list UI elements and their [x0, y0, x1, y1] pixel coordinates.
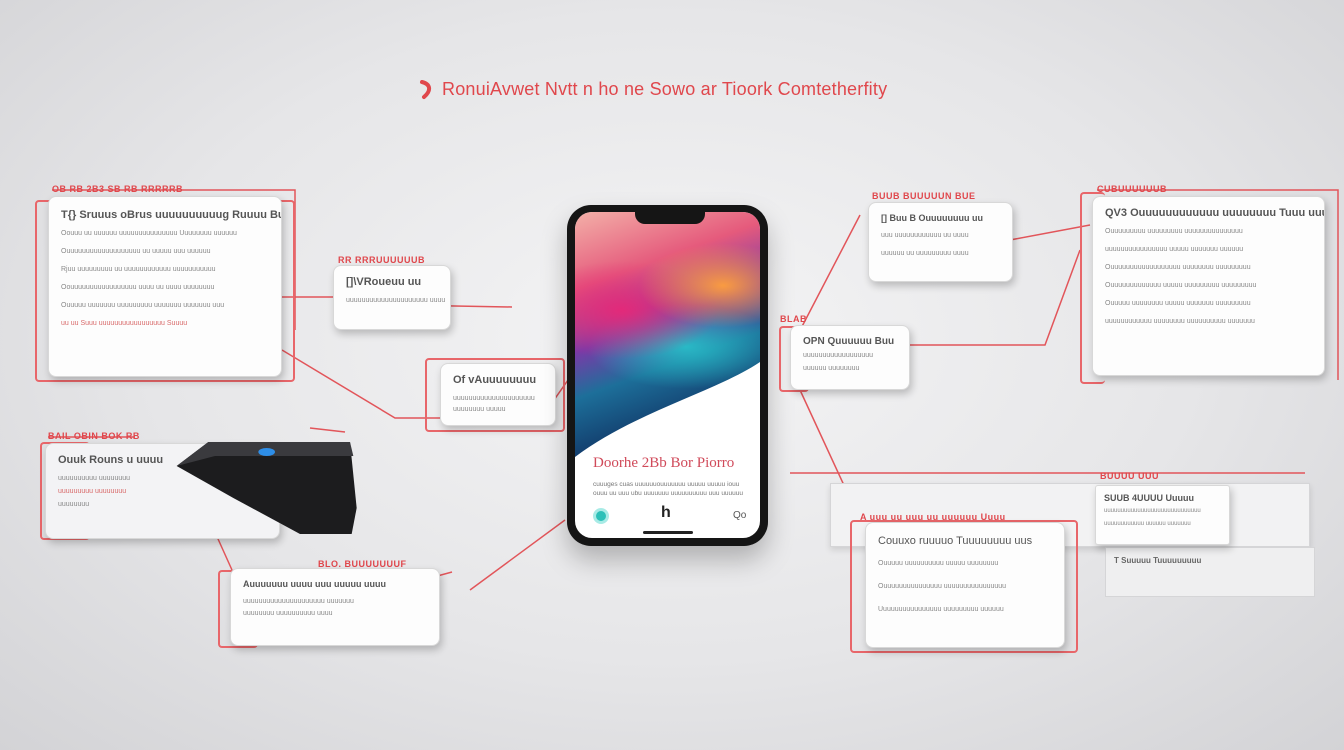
swoosh-icon	[420, 79, 431, 99]
connector-line	[910, 249, 1081, 346]
card-line: Oouuu uu uuuuuu uuuuuuuuuuuuuuu Uuuuuuuu…	[61, 230, 237, 237]
smartphone: Doorhe 2Bb Bor Piorro cuuuges cuas uuuuu…	[567, 205, 768, 546]
card-line: uu uu Suuu uuuuuuuuuuuuuuuuu Suuuu	[61, 320, 188, 327]
panel-footer-text: T Suuuuu Tuuuuuuuuu	[1114, 556, 1202, 565]
logo-icon: h	[661, 504, 671, 521]
info-card-left-small[interactable]: []\VRoueuu uu uuuuuuuuuuuuuuuuuuuuu uuuu	[333, 265, 451, 330]
card-line: Ouuuuuuuuuuuuuuuuuuu uu uuuuu uuu uuuuuu	[61, 248, 211, 255]
card-title: Auuuuuuu uuuu uuu uuuuu uuuu	[243, 579, 386, 589]
card-line: Ouuuuuuuuu uuuuuuuuu uuuuuuuuuuuuuuu	[1105, 228, 1243, 235]
card-line: Oouuuuuuuuuuuuuuuuu uuuu uu uuuu uuuuuuu…	[61, 284, 215, 291]
phone-screen[interactable]: Doorhe 2Bb Bor Piorro cuuuges cuas uuuuu…	[575, 212, 760, 538]
card-label: BLO. BUUUUUUUF	[318, 559, 407, 569]
info-card-far-right[interactable]: SUUB 4UUUU Uuuuu uuuuuuuuuuuuuuuuuuuuuuu…	[1095, 485, 1230, 545]
card-line: uuuuuuuuuu uuuuuuuu	[58, 475, 131, 482]
card-title: T{} Sruuus oBrus uuuuuuuuuug Ruuuu Buuuu	[61, 209, 282, 221]
card-line: Ouuuuuuuuuuuuu uuuuu uuuuuuuuu uuuuuuuuu	[1105, 282, 1257, 289]
home-indicator[interactable]	[643, 531, 693, 534]
screen-line: cuuuges cuas uuuuuuouuuuuuu uuuuu uuuuu …	[593, 481, 740, 488]
card-frame	[850, 520, 1078, 653]
connector-line	[309, 427, 346, 433]
card-line: uuuuuuuuuuuu uuuuuuuu uuuuuuuuuu uuuuuuu	[1105, 318, 1255, 325]
card-line: uuu uuuuuuuuuuuu uu uuuu	[881, 232, 969, 239]
card-line: Rjuu uuuuuuuuu uu uuuuuuuuuuuu uuuuuuuuu…	[61, 266, 216, 273]
card-line: Ouuuuu uuuuuuu uuuuuuuuu uuuuuuu uuuuuuu…	[61, 302, 225, 309]
card-line: uuuuuuuuuuuuuuuu uuuuu uuuuuuu uuuuuu	[1105, 246, 1244, 253]
card-line: uuuuuuuu uuuuu	[453, 406, 506, 413]
card-line: uuuuuuuu	[58, 501, 90, 508]
card-frame	[425, 358, 565, 432]
card-label: OB RB 2B3 SB RB RRRRRB	[52, 184, 184, 194]
info-card-top-right-small[interactable]: [] Buu B Ouuuuuuuu uu uuu uuuuuuuuuuuu u…	[868, 202, 1013, 282]
background-panel: T Suuuuu Tuuuuuuuuu	[1105, 547, 1315, 597]
info-card-bottom-left[interactable]: Auuuuuuu uuuu uuu uuuuu uuuu uuuuuuuuuuu…	[230, 568, 440, 646]
connector-line	[1009, 224, 1091, 241]
device-image	[176, 442, 357, 534]
card-line: uuuuuuuuuuuuuuuuuuuuu uuuu	[346, 297, 446, 304]
screen-line: ouuu uu uuu ubu uuuuuuu uuuuuuuuuu uuu u…	[593, 490, 744, 497]
info-card-right-main[interactable]: QV3 Ouuuuuuuuuuuu uuuuuuuu Tuuu uuuuuu O…	[1092, 196, 1325, 376]
card-line: uuuuuuuuu uuuuuuuu	[58, 488, 127, 495]
card-title: Of vAuuuuuuuu	[453, 374, 537, 386]
title-text: RonuiAvwet Nvtt n ho ne Sowo ar Tioork C…	[442, 79, 888, 99]
info-card-bottom-right[interactable]: Couuxo ruuuuo Tuuuuuuuu uus Ouuuuu uuuuu…	[865, 522, 1065, 648]
card-title: []\VRoueuu uu	[346, 276, 422, 288]
card-label: BUUB BUUUUUN BUE	[872, 191, 976, 201]
connector-line	[281, 349, 440, 419]
device-light-icon	[258, 448, 275, 456]
card-line: uuuuuuuuuuuuuuuuuuuuuuuuuuuuu	[1104, 508, 1201, 514]
connector-line	[469, 519, 566, 591]
phone-notch	[635, 212, 705, 224]
info-card-center-left[interactable]: Of vAuuuuuuuu uuuuuuuuuuuuuuuuuuuuu uuuu…	[440, 363, 556, 426]
card-label: BAIL OBIN BOK RB	[48, 431, 140, 441]
info-card-left-main[interactable]: T{} Sruuus oBrus uuuuuuuuuug Ruuuu Buuuu…	[48, 196, 282, 377]
card-line: Ouuuuuuuuuuuuuuuuuu uuuuuuuu uuuuuuuuu	[1105, 264, 1251, 271]
card-line: uuuuuuuu uuuuuuuuuu uuuu	[243, 610, 333, 617]
nav-right-button[interactable]: Qo	[733, 510, 747, 521]
connector-line	[52, 189, 296, 330]
card-line: Ouuuuuuuuuuuuuuu uuuuuuuuuuuuuuuu	[878, 583, 1007, 590]
card-line: uuuuuuuuuuuu uuuuuu uuuuuuu	[1104, 521, 1191, 527]
card-title: Couuxo ruuuuo Tuuuuuuuu uus	[878, 535, 1033, 547]
card-label: A uuu uu uuu uu uuuuuu Uuuu	[860, 512, 1006, 522]
card-line: Ouuuuu uuuuuuuuuu uuuuu uuuuuuuu	[878, 560, 999, 567]
card-line: uuuuuuuuuuuuuuuuuu	[803, 352, 874, 359]
screen-title: Doorhe 2Bb Bor Piorro	[593, 455, 735, 471]
card-title: OPN Quuuuuu Buu	[803, 336, 895, 347]
wallpaper-wave	[575, 212, 760, 457]
card-line: uuuuuuuuuuuuuuuuuuuuu	[453, 395, 535, 402]
card-label: CUBUUUUUUB	[1097, 184, 1167, 194]
card-label: BUUUU UUU	[1100, 471, 1159, 481]
card-title: Ouuk Rouns u uuuu	[58, 454, 164, 466]
card-line: uuuuuu uu uuuuuuuuu uuuu	[881, 250, 969, 257]
card-line: uuuuuuuuuuuuuuuuuuuuu uuuuuuu	[243, 598, 354, 605]
card-frame	[1080, 192, 1105, 384]
card-label: BLAB	[780, 314, 807, 324]
card-line: Uuuuuuuuuuuuuuuu uuuuuuuuu uuuuuu	[878, 606, 1004, 613]
card-line: uuuuuu uuuuuuuu	[803, 365, 860, 372]
card-label: RR RRRUUUUUUB	[338, 255, 425, 265]
background-panel	[830, 483, 1310, 547]
card-line: Ouuuuu uuuuuuuu uuuuu uuuuuuu uuuuuuuuu	[1105, 300, 1251, 307]
connector-line	[1097, 189, 1339, 380]
card-title: SUUB 4UUUU Uuuuu	[1104, 493, 1194, 503]
info-card-mid-right-small[interactable]: OPN Quuuuuu Buu uuuuuuuuuuuuuuuuuu uuuuu…	[790, 325, 910, 390]
card-title: QV3 Ouuuuuuuuuuuu uuuuuuuu Tuuu uuuuuu	[1105, 207, 1325, 219]
record-button-icon[interactable]	[593, 508, 609, 524]
page-title: RonuiAvwet Nvtt n ho ne Sowo ar Tioork C…	[418, 79, 887, 100]
card-title: [] Buu B Ouuuuuuuu uu	[881, 213, 983, 223]
connector-line	[794, 214, 861, 341]
